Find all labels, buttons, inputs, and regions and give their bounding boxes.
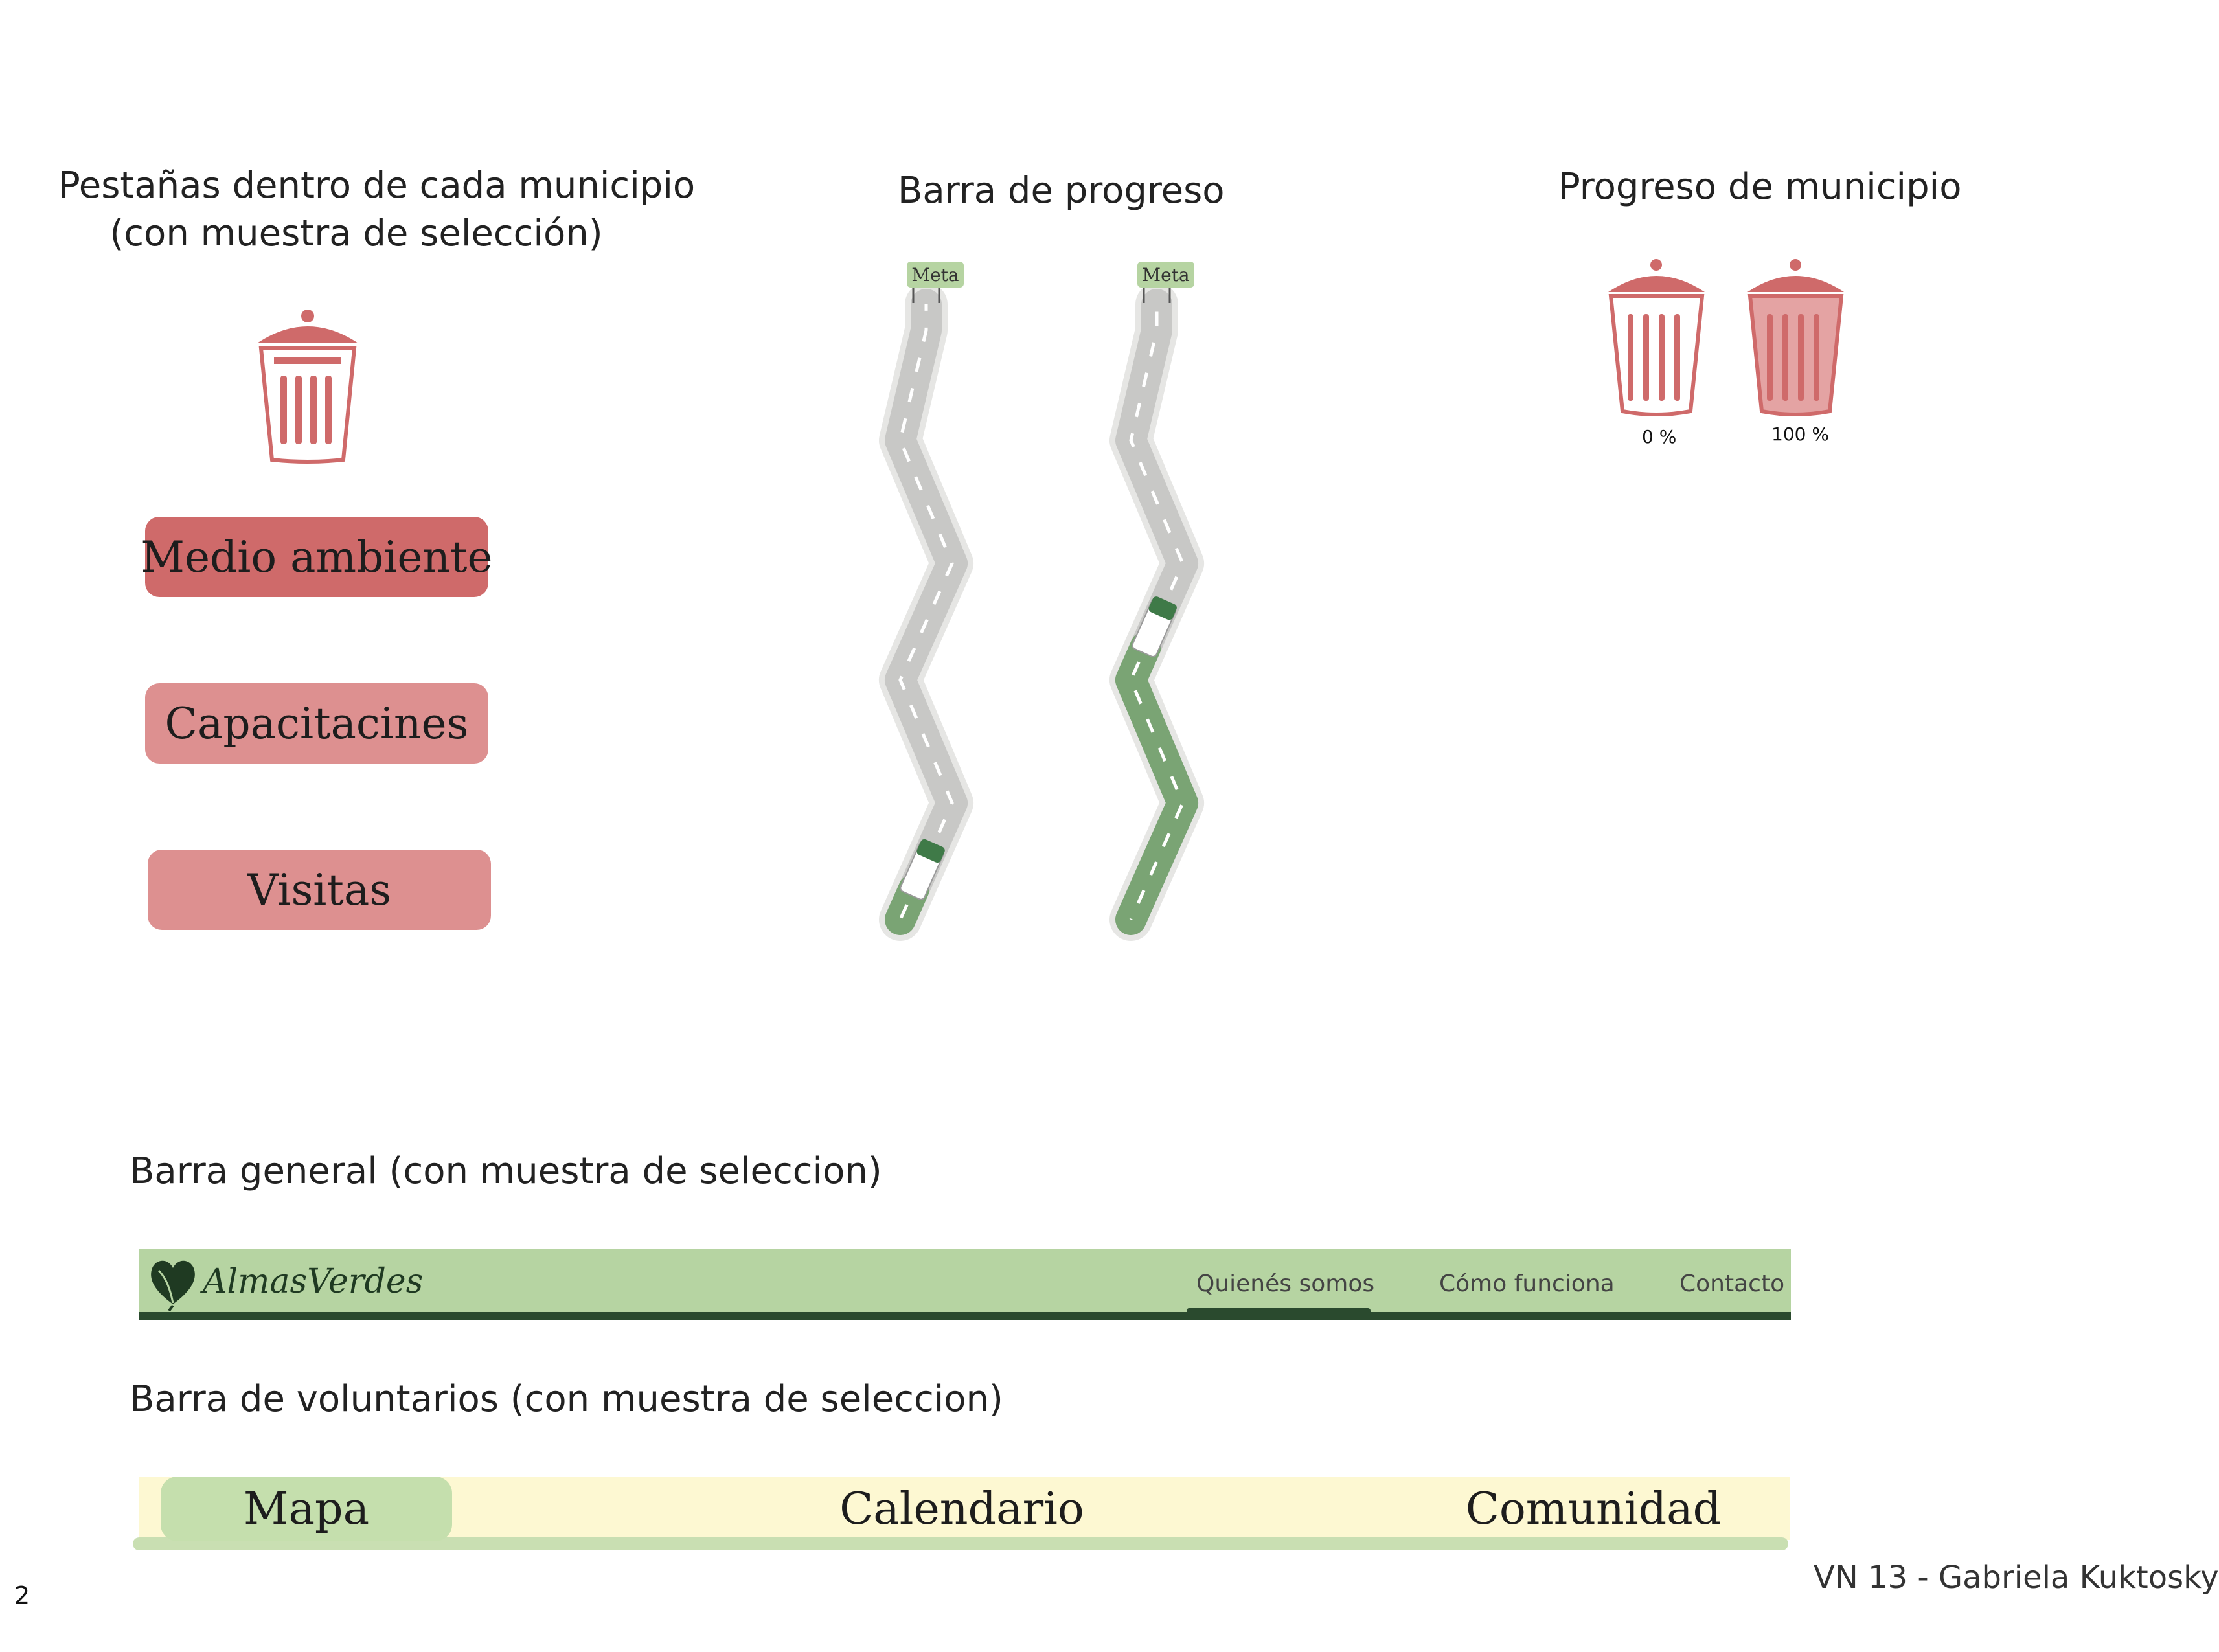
general-navbar: AlmasVerdes Quienés somos Cómo funciona … <box>139 1249 1791 1320</box>
vol-tab-calendario[interactable]: Calendario <box>839 1483 1084 1535</box>
goal-flag <box>1137 262 1194 288</box>
goal-label: Meta <box>911 264 959 286</box>
tabs-section-title: Pestañas dentro de cada municipio (con m… <box>58 162 696 258</box>
road-lane-markings <box>898 304 954 921</box>
nav-link-quienes-somos[interactable]: Quienés somos <box>1196 1271 1375 1297</box>
page-number: 2 <box>14 1581 30 1610</box>
road-1: Meta <box>879 262 973 941</box>
vol-tab-comunidad[interactable]: Comunidad <box>1465 1483 1722 1535</box>
progress-vehicle-icon <box>900 839 945 900</box>
trash-bin-icon <box>257 310 358 464</box>
vehicle-cab <box>916 839 945 863</box>
road-progress <box>1115 289 1198 935</box>
brand-logo[interactable]: AlmasVerdes <box>147 1252 424 1312</box>
trash-bin-full-icon <box>1747 259 1844 416</box>
goal-label: Meta <box>1142 264 1189 286</box>
nav-link-como-funciona[interactable]: Cómo funciona <box>1439 1271 1615 1297</box>
tabs-title-line2: (con muestra de selección) <box>109 212 603 255</box>
brand-name: AlmasVerdes <box>203 1262 424 1301</box>
progress-label-full: 100 % <box>1771 424 1829 445</box>
heart-leaf-icon <box>151 1260 195 1312</box>
volunteer-bar-title: Barra de voluntarios (con muestra de sel… <box>130 1378 1003 1420</box>
tab-capacitaciones[interactable]: Capacitacines <box>145 683 488 764</box>
navbar-bottom-line <box>139 1312 1791 1320</box>
tab-visitas[interactable]: Visitas <box>148 850 491 930</box>
volunteer-navbar-bottom-line <box>133 1537 1788 1550</box>
nav-link-contacto[interactable]: Contacto <box>1679 1271 1785 1297</box>
trash-bin-empty-icon <box>1608 259 1705 416</box>
progress-roads: Meta Meta <box>879 262 1204 941</box>
tabs-title-line1: Pestañas dentro de cada municipio <box>58 164 696 207</box>
footer-credit: VN 13 - Gabriela Kuktosky <box>1814 1559 2219 1596</box>
progress-label-empty: 0 % <box>1642 426 1677 447</box>
municipality-progress-title: Progreso de municipio <box>1558 166 1962 208</box>
progress-vehicle-icon <box>1132 596 1177 657</box>
vehicle-cab <box>1148 596 1177 620</box>
road-2: Meta <box>1110 262 1204 941</box>
progress-bar-title: Barra de progreso <box>898 170 1225 212</box>
tab-medio-ambiente[interactable]: Medio ambiente <box>141 517 493 597</box>
general-bar-title: Barra general (con muestra de seleccion) <box>130 1150 882 1192</box>
goal-flag <box>907 262 964 288</box>
vol-tab-mapa[interactable]: Mapa <box>161 1477 452 1541</box>
